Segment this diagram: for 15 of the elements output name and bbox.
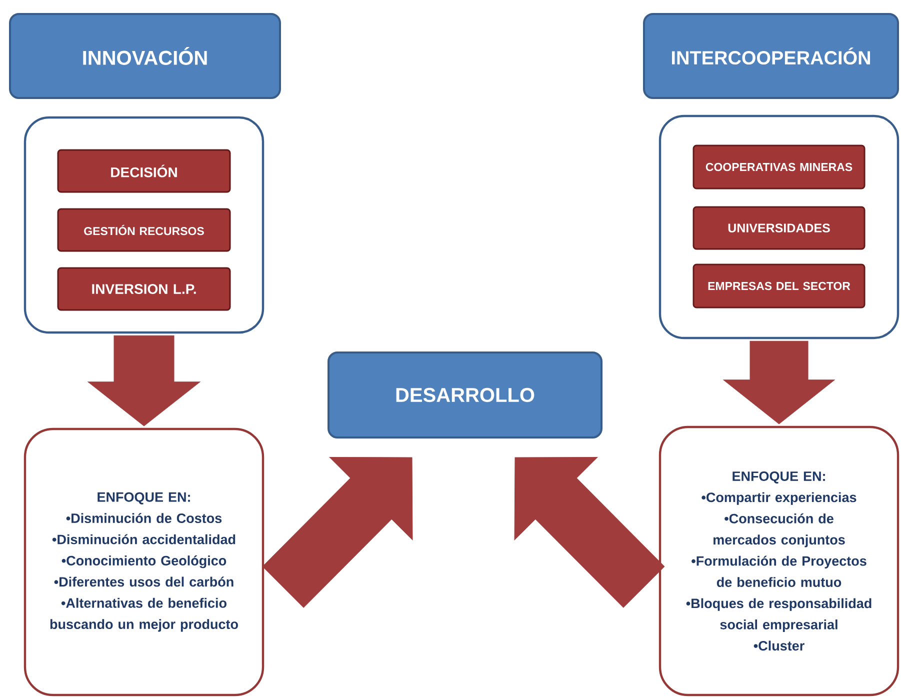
block-arrow xyxy=(262,457,413,608)
item-box: EMPRESAS DEL SECTOR xyxy=(692,264,866,308)
block-arrow xyxy=(723,340,835,424)
item-box: GESTIÓN RECURSOS xyxy=(57,208,231,252)
item-box: INVERSION L.P. xyxy=(57,267,231,311)
title-box: INTERCOOPERACIÓN xyxy=(643,13,900,99)
item-box: COOPERATIVAS MINERAS xyxy=(692,144,866,190)
block-arrow xyxy=(88,335,200,426)
title-box: INNOVACIÓN xyxy=(9,13,281,99)
block-arrow xyxy=(514,457,665,608)
focus-box: ENFOQUE EN: •Compartir experiencias •Consecución de mercados conjuntos •Formulación de Proyectos de beneficio mutuo •Bloques de responsabilidad social empresarial •Cluster xyxy=(658,426,900,696)
focus-box: ENFOQUE EN: •Disminución de Costos •Disminución accidentalidad •Conocimiento Geológico •Diferentes usos del carbón •Alternativas de beneficio buscando un mejor producto xyxy=(24,428,264,696)
item-box: UNIVERSIDADES xyxy=(692,206,866,250)
title-box: DESARROLLO xyxy=(328,352,602,438)
item-box: DECISIÓN xyxy=(57,149,231,193)
